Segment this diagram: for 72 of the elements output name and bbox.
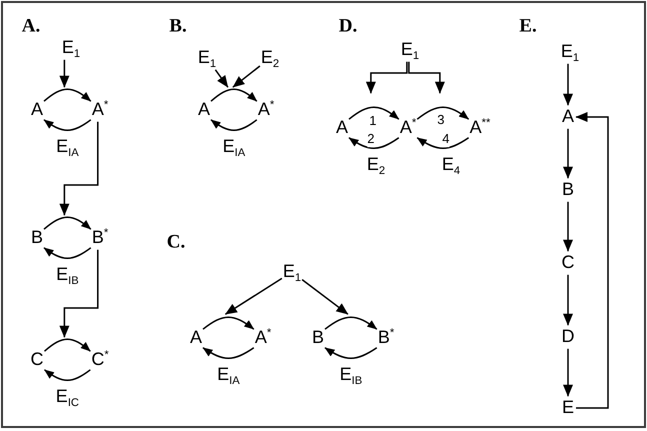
arrow (563, 64, 573, 106)
arrow (563, 202, 573, 252)
node-label: E$_{1}$ (560, 41, 580, 63)
node-label: E$_{1}$ (198, 47, 216, 69)
curved-arrow (44, 247, 92, 259)
curved-arrow (44, 88, 92, 102)
arrow (563, 348, 573, 397)
node-label: A$^{*}$ (400, 117, 416, 139)
edge-label: E$_{IA}$ (217, 364, 240, 386)
curved-arrow (202, 316, 254, 330)
node-label: A (190, 327, 202, 349)
node-label: B$^{*}$ (92, 227, 108, 249)
curved-arrow (202, 347, 254, 360)
node-label: E$_{1}$ (62, 37, 80, 59)
edge-label: 2 (367, 132, 374, 148)
node-label: A (336, 117, 348, 139)
panel-letter: E. (519, 16, 537, 38)
edge-label: E$_{IB}$ (340, 364, 362, 386)
panel-letter: C. (166, 232, 186, 254)
node-label: C$^{*}$ (91, 349, 109, 371)
enzyme-label: E$_{4}$ (442, 154, 460, 176)
node-label: A (562, 106, 574, 128)
curved-arrow (416, 106, 470, 120)
arrow (302, 279, 348, 315)
curved-arrow (324, 316, 378, 330)
node-label: A$^{*}$ (92, 99, 108, 121)
node-label: D (562, 326, 574, 348)
node-label: A$^{**}$ (470, 117, 490, 139)
node-label: A$^{*}$ (254, 327, 272, 349)
node-label: A$^{*}$ (258, 99, 274, 121)
branching-arrow (408, 62, 445, 94)
edge-label: E$_{IB}$ (56, 264, 79, 286)
node-label: B (31, 227, 43, 249)
edge-label: E$_{IC}$ (56, 386, 79, 408)
arrow (214, 69, 228, 88)
curved-arrow (210, 119, 258, 131)
feedback-arrow (576, 112, 609, 409)
elbow-arrow (59, 122, 99, 216)
curved-arrow (44, 338, 91, 352)
branching-arrow (366, 62, 408, 94)
node-label: E (562, 397, 574, 419)
node-label: B$^{*}$ (378, 327, 394, 349)
node-label: C (30, 349, 44, 371)
curved-arrow (416, 137, 470, 150)
node-label: B (312, 327, 324, 349)
node-label: A (198, 99, 210, 121)
curved-arrow (348, 106, 400, 120)
curved-arrow (44, 119, 92, 131)
curved-arrow (324, 347, 378, 360)
curved-arrow (44, 216, 92, 230)
panel-letter: B. (169, 16, 187, 38)
edge-label: 4 (442, 132, 450, 148)
curved-arrow (44, 369, 91, 381)
curved-arrow (348, 137, 400, 149)
node-label: E$_{2}$ (260, 47, 280, 69)
enzyme-label: E$_{2}$ (366, 154, 386, 176)
curved-arrow (210, 88, 258, 102)
elbow-arrow (59, 250, 99, 338)
arrow (59, 60, 70, 88)
panel-letter: D. (338, 16, 358, 38)
arrow (232, 65, 260, 88)
node-label: C (562, 252, 574, 274)
edge-label: E$_{IA}$ (222, 136, 246, 158)
node-label: B (562, 179, 574, 201)
panel-letter: A. (22, 16, 40, 38)
arrow (563, 274, 573, 326)
arrow (224, 278, 282, 315)
node-label: A (31, 99, 43, 121)
node-label: E$_{1}$ (400, 39, 420, 61)
arrow (563, 128, 573, 179)
node-label: E$_{1}$ (282, 261, 302, 283)
edge-label: E$_{IA}$ (56, 136, 79, 158)
